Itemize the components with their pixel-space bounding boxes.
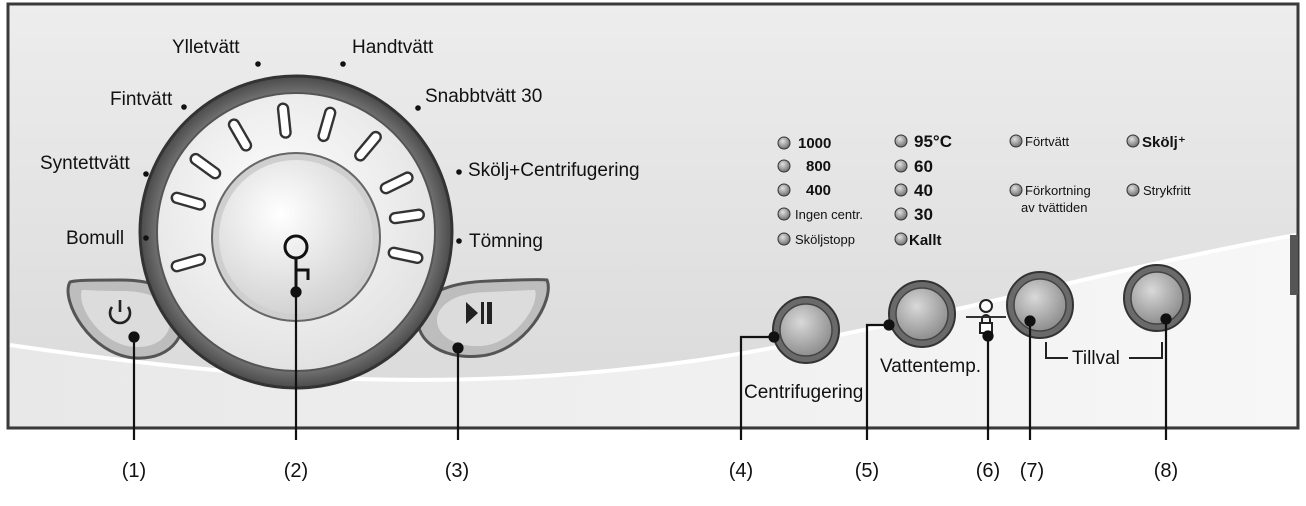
led-forvatt (1009, 134, 1023, 148)
callout-8: (8) (1154, 460, 1178, 482)
program-tomning: Tömning (469, 231, 543, 252)
dial-tick (317, 106, 337, 143)
led-800 (777, 159, 791, 173)
program-dot (456, 169, 462, 175)
callout-numbers: (1) (2) (3) (4) (5) (6) (7) (8) (122, 460, 1178, 482)
program-fintvatt: Fintvätt (110, 89, 173, 110)
callout-3: (3) (445, 460, 469, 482)
option-skolj-plus: Skölj⁺ (1142, 134, 1186, 151)
led-1000 (777, 136, 791, 150)
led-skoljstopp (777, 232, 791, 246)
program-syntettvatt: Syntettvätt (40, 153, 130, 174)
spin-skoljstopp: Sköljstopp (795, 232, 855, 247)
dial-program-ticks (170, 102, 425, 273)
temp-40: 40 (914, 181, 933, 200)
dial-tick (354, 130, 382, 162)
spin-indicators: 1000 800 400 Ingen centr. Sköljstopp (777, 135, 863, 247)
led-forkortning (1009, 183, 1023, 197)
temp-95: 95°C (914, 132, 952, 151)
label-centrifugering: Centrifugering (744, 382, 863, 403)
program-handtvatt: Handtvätt (352, 37, 434, 58)
temperature-indicators: 95°C 60 40 30 Kallt (894, 132, 952, 249)
dial-tick (170, 253, 207, 273)
lock-led (979, 299, 993, 313)
program-dot (143, 171, 149, 177)
temp-60: 60 (914, 157, 933, 176)
led-strykfritt (1126, 183, 1140, 197)
program-bomull: Bomull (66, 228, 124, 249)
spin-1000: 1000 (798, 135, 831, 152)
label-vattentemp: Vattentemp. (880, 356, 981, 377)
callout-lines (128, 286, 1172, 440)
led-400 (777, 183, 791, 197)
program-dot (456, 238, 462, 244)
start-pause-icon (466, 302, 492, 324)
program-dot (181, 104, 187, 110)
callout-1: (1) (122, 460, 146, 482)
spin-button[interactable] (772, 296, 840, 364)
option-button-7[interactable] (1006, 271, 1074, 339)
spin-400: 400 (806, 182, 831, 199)
program-dot (340, 61, 346, 67)
option-forvatt: Förtvätt (1025, 134, 1069, 149)
led-60 (894, 159, 908, 173)
callout-6: (6) (976, 460, 1000, 482)
option-forkortning-line1: Förkortning (1025, 183, 1091, 198)
dial-tick (387, 246, 424, 264)
temp-30: 30 (914, 205, 933, 224)
dial-tick (170, 191, 207, 211)
led-95 (894, 134, 908, 148)
led-skolj-plus (1126, 134, 1140, 148)
callout-5: (5) (855, 460, 879, 482)
dial-tick (189, 152, 222, 180)
tillval-bracket (1045, 342, 1163, 359)
callout-2: (2) (284, 460, 308, 482)
dial-tick (379, 171, 414, 195)
callout-7: (7) (1020, 460, 1044, 482)
temp-kallt: Kallt (909, 232, 942, 249)
option-forkortning-line2: av tvättiden (1021, 200, 1088, 215)
power-icon (108, 300, 132, 325)
program-dot (143, 235, 149, 241)
led-40 (894, 183, 908, 197)
program-labels: Bomull Syntettvätt Fintvätt Ylletvätt Ha… (40, 37, 640, 252)
spin-800: 800 (806, 158, 831, 175)
spin-ingen-centr: Ingen centr. (795, 207, 863, 222)
led-30 (894, 207, 908, 221)
dial-tick (276, 102, 292, 139)
led-kallt (894, 232, 908, 246)
program-skolj-centrifugering: Skölj+Centrifugering (468, 160, 640, 181)
dial-touch-icon (283, 234, 310, 290)
program-snabbtvatt: Snabbtvätt 30 (425, 86, 542, 107)
led-ingen-centr (777, 207, 791, 221)
dial-tick (388, 208, 425, 225)
dial-tick (227, 118, 253, 152)
option-indicators: Förtvätt Skölj⁺ Förkortning av tvättiden… (1009, 134, 1191, 215)
program-ylletvatt: Ylletvätt (172, 37, 240, 58)
panel-edge-mark (1290, 235, 1298, 295)
program-dot (255, 61, 261, 67)
program-dot (415, 105, 421, 111)
option-button-8[interactable] (1123, 264, 1191, 332)
label-tillval: Tillval (1072, 348, 1120, 369)
option-strykfritt: Strykfritt (1143, 183, 1191, 198)
water-temp-button[interactable] (888, 280, 956, 348)
callout-4: (4) (729, 460, 753, 482)
